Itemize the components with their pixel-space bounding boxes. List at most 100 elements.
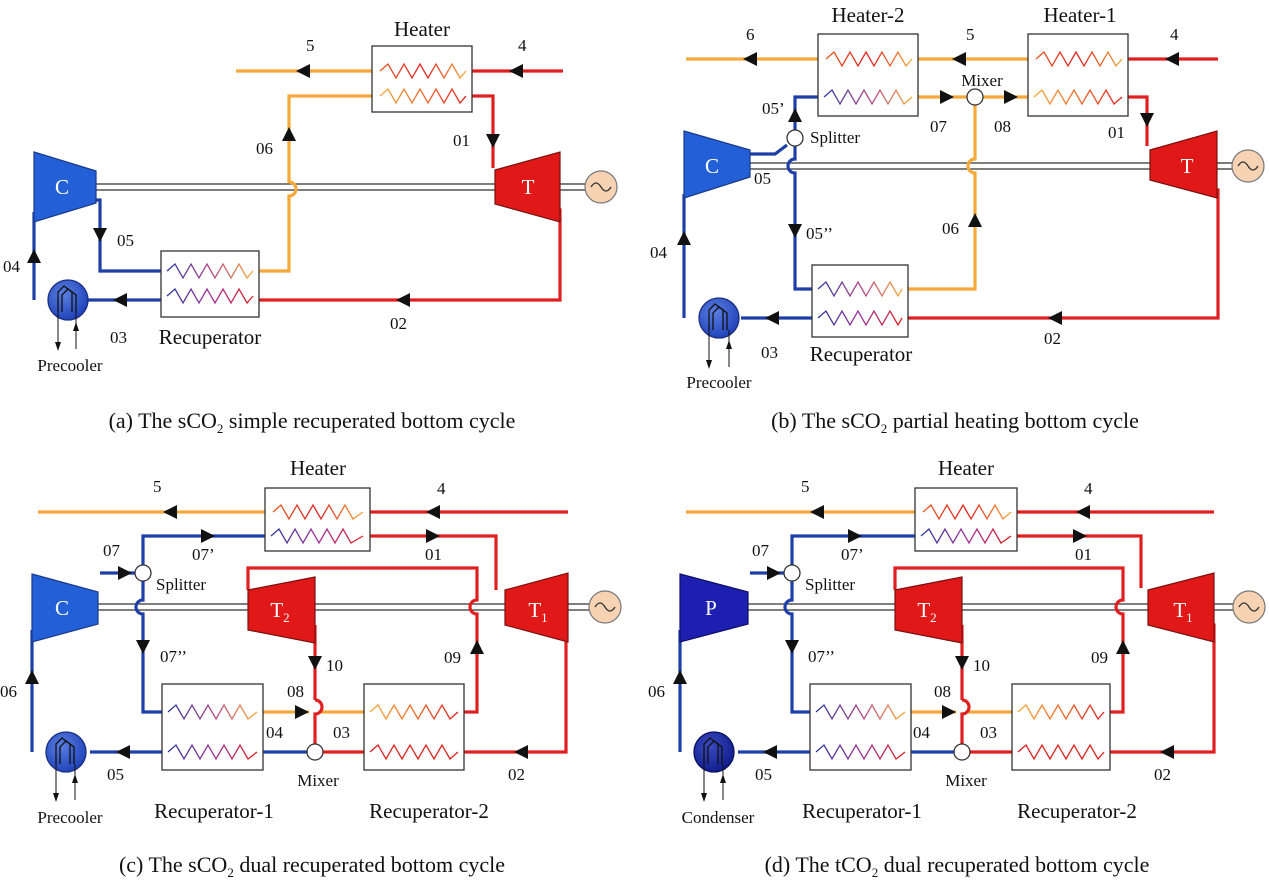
- state-b-4: 4: [1170, 25, 1179, 44]
- arrow-c-02: [514, 745, 528, 759]
- state-d-07pp: 07’’: [808, 647, 835, 666]
- pipe-c-07p: [141, 534, 265, 565]
- heater-a-label: Heater: [394, 17, 450, 41]
- pipe-b-05pp: [786, 145, 812, 291]
- pipe-b-05: [750, 143, 788, 156]
- pipe-d-07pp: [783, 581, 810, 714]
- state-b-6: 6: [746, 25, 755, 44]
- arrow-c-07: [118, 566, 132, 580]
- pipe-b-02: [908, 188, 1220, 320]
- turbine1-c: [504, 572, 569, 643]
- state-b-05pp: 05’’: [806, 224, 833, 243]
- state-d-07: 07: [752, 541, 770, 560]
- recuperator-b-label: Recuperator: [810, 342, 913, 366]
- arrow-b-6: [743, 52, 757, 66]
- arrow-c-05: [116, 745, 130, 759]
- turbine-b: [1149, 130, 1218, 199]
- state-c-01: 01: [425, 545, 442, 564]
- heater-d-label: Heater: [938, 456, 994, 480]
- state-a-03: 03: [110, 328, 127, 347]
- state-d-02: 02: [1154, 765, 1171, 784]
- turbine1-c-label: T1: [528, 598, 547, 625]
- mixer-d: [953, 743, 971, 761]
- state-b-02: 02: [1044, 329, 1061, 348]
- turbine2-d-label: T2: [917, 598, 936, 625]
- compressor-a: [33, 151, 97, 223]
- caption-d: (d) The tCO2 dual recuperated bottom cyc…: [765, 852, 1150, 880]
- arrow-b-06: [968, 213, 982, 227]
- recuperator1-d-label: Recuperator-1: [802, 799, 922, 823]
- turbine2-d: [894, 576, 963, 644]
- splitter-b: [786, 129, 804, 147]
- pipe-c-10b: [313, 698, 324, 745]
- arrow-b-5: [952, 52, 966, 66]
- arrow-c-10: [308, 656, 322, 670]
- state-a-02: 02: [390, 314, 407, 333]
- pipe-b-01: [1128, 95, 1149, 146]
- precooler-c-icon: [45, 731, 87, 773]
- splitter-b-label: Splitter: [810, 128, 860, 147]
- state-a-04: 04: [3, 257, 21, 276]
- state-b-5: 5: [966, 25, 975, 44]
- state-c-10: 10: [326, 656, 343, 675]
- state-c-07p: 07’: [192, 545, 215, 564]
- turbine2-c: [247, 576, 316, 644]
- state-a-5: 5: [306, 36, 315, 55]
- arrow-d-01: [1073, 529, 1087, 543]
- arrow-b-01: [1140, 113, 1154, 127]
- arrow-d-10: [955, 656, 969, 670]
- arrow-d-08: [942, 705, 956, 719]
- turbine-a: [494, 151, 561, 223]
- arrow-d-09: [1116, 640, 1130, 654]
- pipe-a-01: [472, 94, 495, 168]
- panel-a: C T Heater Recuperator Precooler 5 4 06 …: [3, 17, 618, 436]
- turbine2-c-label: T2: [270, 598, 289, 625]
- recuperator1-c: [161, 683, 264, 771]
- recuperator-a: [160, 250, 260, 318]
- state-c-06: 06: [0, 682, 17, 701]
- state-c-4: 4: [437, 479, 446, 498]
- pipe-d-10b: [960, 698, 971, 745]
- arrow-b-03: [765, 311, 779, 325]
- arrow-b-05pp: [788, 224, 802, 238]
- arrow-a-5: [296, 64, 310, 78]
- compressor-a-label: C: [55, 175, 69, 199]
- arrow-a-04: [27, 249, 41, 263]
- splitter-d: [783, 564, 801, 582]
- arrow-d-02: [1160, 745, 1174, 759]
- arrow-d-07pp: [785, 640, 799, 654]
- mixer-c: [306, 743, 324, 761]
- state-c-04: 04: [266, 723, 284, 742]
- splitter-c: [134, 564, 152, 582]
- heater2-b: [817, 33, 919, 117]
- state-c-08: 08: [287, 682, 304, 701]
- arrow-d-07p: [848, 529, 862, 543]
- heater-a-coil-bottom: [379, 87, 467, 105]
- arrow-a-02: [396, 293, 410, 307]
- arrow-d-07: [767, 566, 781, 580]
- pipe-a-06: [259, 94, 372, 273]
- arrow-d-06: [673, 670, 687, 684]
- recuperator1-c-label: Recuperator-1: [154, 799, 274, 823]
- state-c-5: 5: [153, 477, 162, 496]
- state-b-06: 06: [942, 219, 959, 238]
- pipe-c-07pp: [134, 581, 162, 714]
- precooler-b-icon: [698, 297, 740, 339]
- precooler-b-label: Precooler: [686, 373, 751, 392]
- arrow-a-06: [282, 127, 296, 141]
- state-b-07: 07: [930, 117, 948, 136]
- state-d-5: 5: [801, 477, 810, 496]
- arrow-b-05p: [788, 108, 802, 122]
- precooler-a-label: Precooler: [37, 356, 102, 375]
- state-b-04: 04: [650, 243, 668, 262]
- recuperator2-c-label: Recuperator-2: [369, 799, 489, 823]
- compressor-b: [683, 130, 751, 199]
- compressor-c-label: C: [55, 596, 69, 620]
- heater1-b-label: Heater-1: [1043, 3, 1116, 27]
- pipe-c-09: [246, 566, 479, 714]
- arrow-a-01: [486, 134, 500, 148]
- state-a-01: 01: [453, 131, 470, 150]
- arrow-b-02: [1048, 311, 1062, 325]
